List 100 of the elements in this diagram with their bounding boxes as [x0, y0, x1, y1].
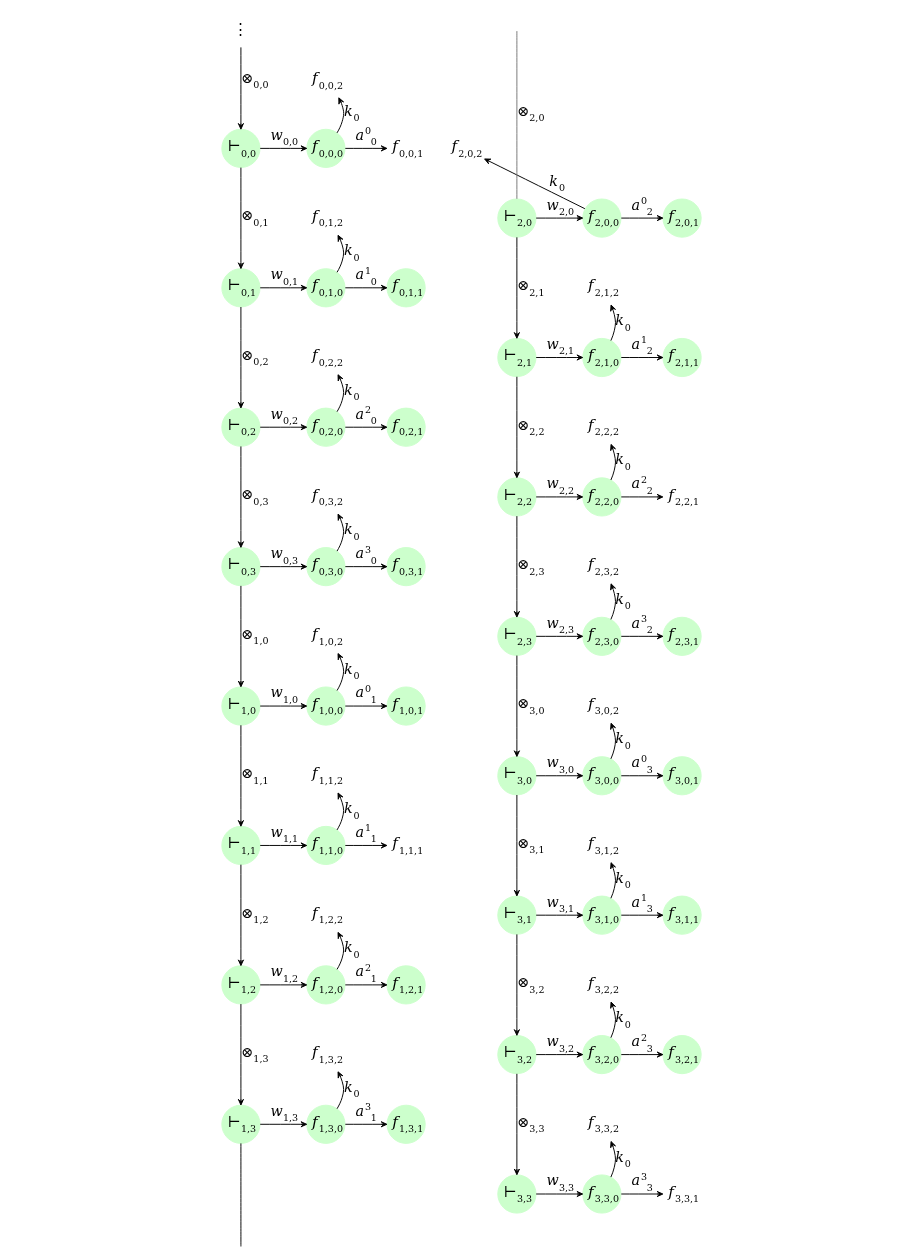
node-circle: f$_{3,3,0}$: [581, 1174, 621, 1214]
edge-label: ⊗$_{1,3}$: [240, 1043, 268, 1065]
node-text: f$_{3,3,2}$: [587, 1112, 619, 1135]
arrow: [336, 653, 344, 691]
edge-label: ⊗$_{0,3}$: [240, 486, 268, 507]
node-text: f$_{0,1,2}$: [311, 206, 343, 229]
edge-label: w$_{2,1}$: [545, 335, 574, 357]
node-circle: f$_{3,1,0}$: [581, 895, 621, 935]
arrow: [483, 158, 585, 210]
node-circle: ⊢$_{3,3}$: [496, 1174, 536, 1214]
node-text: f$_{1,3,2}$: [311, 1043, 343, 1065]
arrow: [336, 792, 344, 831]
arrow: [609, 583, 616, 620]
arrow: [336, 513, 344, 552]
arrow: [535, 772, 583, 779]
edge-label: w$_{3,2}$: [545, 1032, 574, 1054]
node-text: f$_{1,2,2}$: [311, 903, 343, 926]
arrow: [513, 515, 520, 618]
edge-label: w$_{3,0}$: [545, 754, 574, 775]
edge-label: w$_{3,3}$: [545, 1172, 574, 1193]
edge-label: ⊗$_{2,2}$: [516, 416, 544, 438]
arrow: [259, 842, 307, 849]
arrow: [535, 354, 583, 361]
node-text: f$_{3,1,2}$: [587, 834, 619, 856]
node-circle: ⊢$_{0,0}$: [220, 128, 260, 168]
edge-label: w$_{2,2}$: [545, 475, 574, 496]
arrow: [237, 585, 244, 688]
node-text: f$_{2,1,2}$: [587, 276, 619, 298]
arrow: [259, 563, 307, 570]
arrow: [336, 1071, 344, 1110]
edge-label: k$_{0}$: [343, 381, 360, 403]
arrow: [237, 167, 244, 269]
edge-label: ⊗$_{0,2}$: [240, 346, 268, 368]
node-text: f$_{0,3,2}$: [311, 485, 343, 508]
arrow: [513, 1073, 520, 1176]
node-text: f$_{1,0,2}$: [311, 625, 343, 647]
arrow: [237, 1003, 244, 1106]
edge-label: ⊗$_{3,1}$: [516, 834, 544, 856]
node-circle: f$_{1,1,0}$: [305, 825, 345, 866]
node-circle: ⊢$_{1,1}$: [220, 825, 260, 866]
edge-label: ⊗$_{1,0}$: [240, 625, 268, 647]
edge-label: w$_{0,3}$: [270, 545, 298, 566]
edge-label: ⊗$_{3,3}$: [516, 1113, 544, 1135]
node-circle: f$_{0,0,0}$: [305, 128, 345, 168]
node-text: f$_{3,2,2}$: [587, 973, 619, 996]
arrow: [513, 655, 520, 757]
node-circle: f$_{2,0,1}$: [662, 198, 702, 238]
arrow: [336, 374, 344, 413]
arrow: [336, 234, 344, 273]
edge-label: k$_{0}$: [343, 800, 360, 821]
node-text: f$_{1,1,2}$: [311, 764, 343, 786]
arrow: [344, 981, 387, 988]
edge-label: ⊗$_{1,2}$: [240, 904, 268, 926]
edge-label: k$_{0}$: [614, 1009, 631, 1030]
node-circle: f$_{3,2,0}$: [581, 1035, 621, 1075]
node-circle: f$_{2,0,0}$: [581, 198, 621, 238]
arrow: [344, 703, 387, 710]
edge-label: k$_{0}$: [614, 869, 631, 891]
edge-label: w$_{3,1}$: [545, 893, 574, 915]
node-circle: ⊢$_{3,1}$: [496, 895, 536, 935]
node-circle: f$_{2,2,0}$: [581, 477, 621, 517]
edge-label: w$_{2,0}$: [545, 196, 574, 217]
node-circle: ⊢$_{3,2}$: [496, 1035, 536, 1075]
arrow: [237, 306, 244, 409]
arrow: [259, 703, 307, 710]
arrow: [620, 633, 663, 640]
node-text: f$_{2,2,2}$: [587, 415, 619, 438]
node-circle: ⊢$_{2,0}$: [496, 198, 536, 238]
edge-label: w$_{1,0}$: [270, 684, 298, 705]
arrow: [336, 97, 344, 134]
node-text: f$_{2,2,1}$: [667, 485, 699, 508]
edge-label: ⊗$_{2,3}$: [516, 556, 544, 577]
arrow: [609, 722, 616, 760]
arrow: [344, 842, 387, 849]
edge-label: ⊗$_{1,1}$: [240, 765, 268, 786]
arrow: [609, 304, 616, 342]
arrow: [336, 931, 344, 970]
arrow: [513, 236, 520, 339]
arrow: [237, 724, 244, 827]
node-text: f$_{3,3,1}$: [667, 1182, 699, 1205]
node-circle: f$_{3,1,1}$: [662, 895, 702, 935]
edge-label: ⊗$_{0,1}$: [240, 207, 268, 228]
arrow: [620, 215, 663, 222]
edge-label: ⊗$_{3,0}$: [516, 695, 544, 716]
arrow: [237, 445, 244, 548]
node-circle: ⊢$_{0,2}$: [220, 407, 260, 447]
node-circle: f$_{0,1,0}$: [305, 268, 345, 308]
node-circle: f$_{2,3,1}$: [662, 616, 702, 656]
node-circle: f$_{0,3,1}$: [386, 547, 426, 587]
arrow: [513, 794, 520, 897]
arrow: [259, 1121, 307, 1128]
arrow: [259, 424, 307, 431]
node-circle: ⊢$_{3,0}$: [496, 756, 536, 796]
node-circle: ⊢$_{1,0}$: [220, 686, 260, 726]
edge-label: k$_{0}$: [343, 102, 360, 124]
arrow: [535, 633, 583, 640]
node-text: ⋮: [232, 19, 248, 38]
arrow: [620, 912, 663, 919]
connector: [515, 30, 517, 200]
arrow: [259, 284, 307, 291]
